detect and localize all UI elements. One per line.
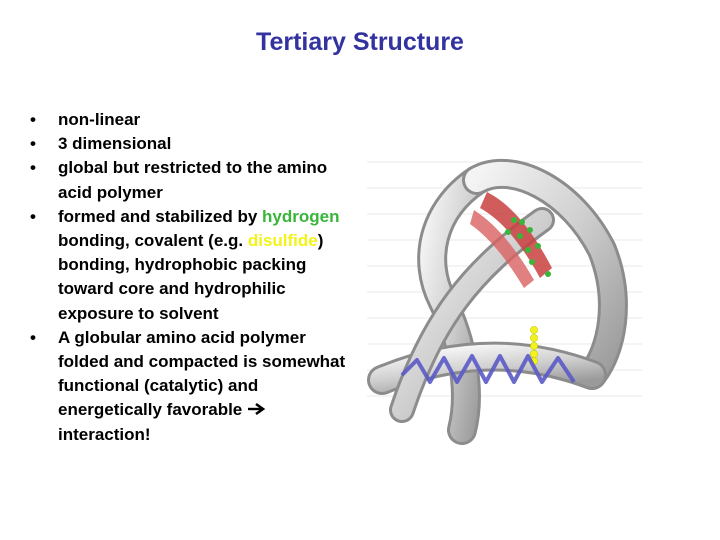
bullet-text: ) bonding, hydrophobic packing toward co… <box>58 231 324 323</box>
bullet-item: non-linear <box>30 108 350 132</box>
bullet-item: formed and stabilized by hydrogen bondin… <box>30 205 350 326</box>
page-title: Tertiary Structure <box>256 28 464 56</box>
disulfide-bond-dots <box>530 326 538 365</box>
disulfide-highlight: disulfide <box>247 231 318 251</box>
bullet-text: global but restricted to the amino acid … <box>58 158 328 202</box>
bullet-list: non-linear 3 dimensional global but rest… <box>30 108 350 447</box>
bullet-text: A globular amino acid polymer folded and… <box>58 327 346 420</box>
bullet-item: A globular amino acid polymer folded and… <box>30 326 350 447</box>
protein-structure-image <box>367 158 642 445</box>
bullet-text: non-linear <box>58 110 141 129</box>
bullet-item: global but restricted to the amino acid … <box>30 156 350 204</box>
bullet-text: formed and stabilized by <box>58 206 263 226</box>
alpha-helix <box>400 354 576 384</box>
arrow-right-icon <box>248 403 266 416</box>
hydrogen-highlight: hydrogen <box>262 206 340 226</box>
bullet-text: bonding, covalent (e.g. <box>58 231 248 251</box>
hydrogen-bond-dots <box>505 217 551 277</box>
beta-sheet <box>470 192 552 288</box>
bullet-item: 3 dimensional <box>30 132 350 156</box>
bullet-text: interaction! <box>58 424 151 444</box>
bullet-text: 3 dimensional <box>58 134 172 154</box>
